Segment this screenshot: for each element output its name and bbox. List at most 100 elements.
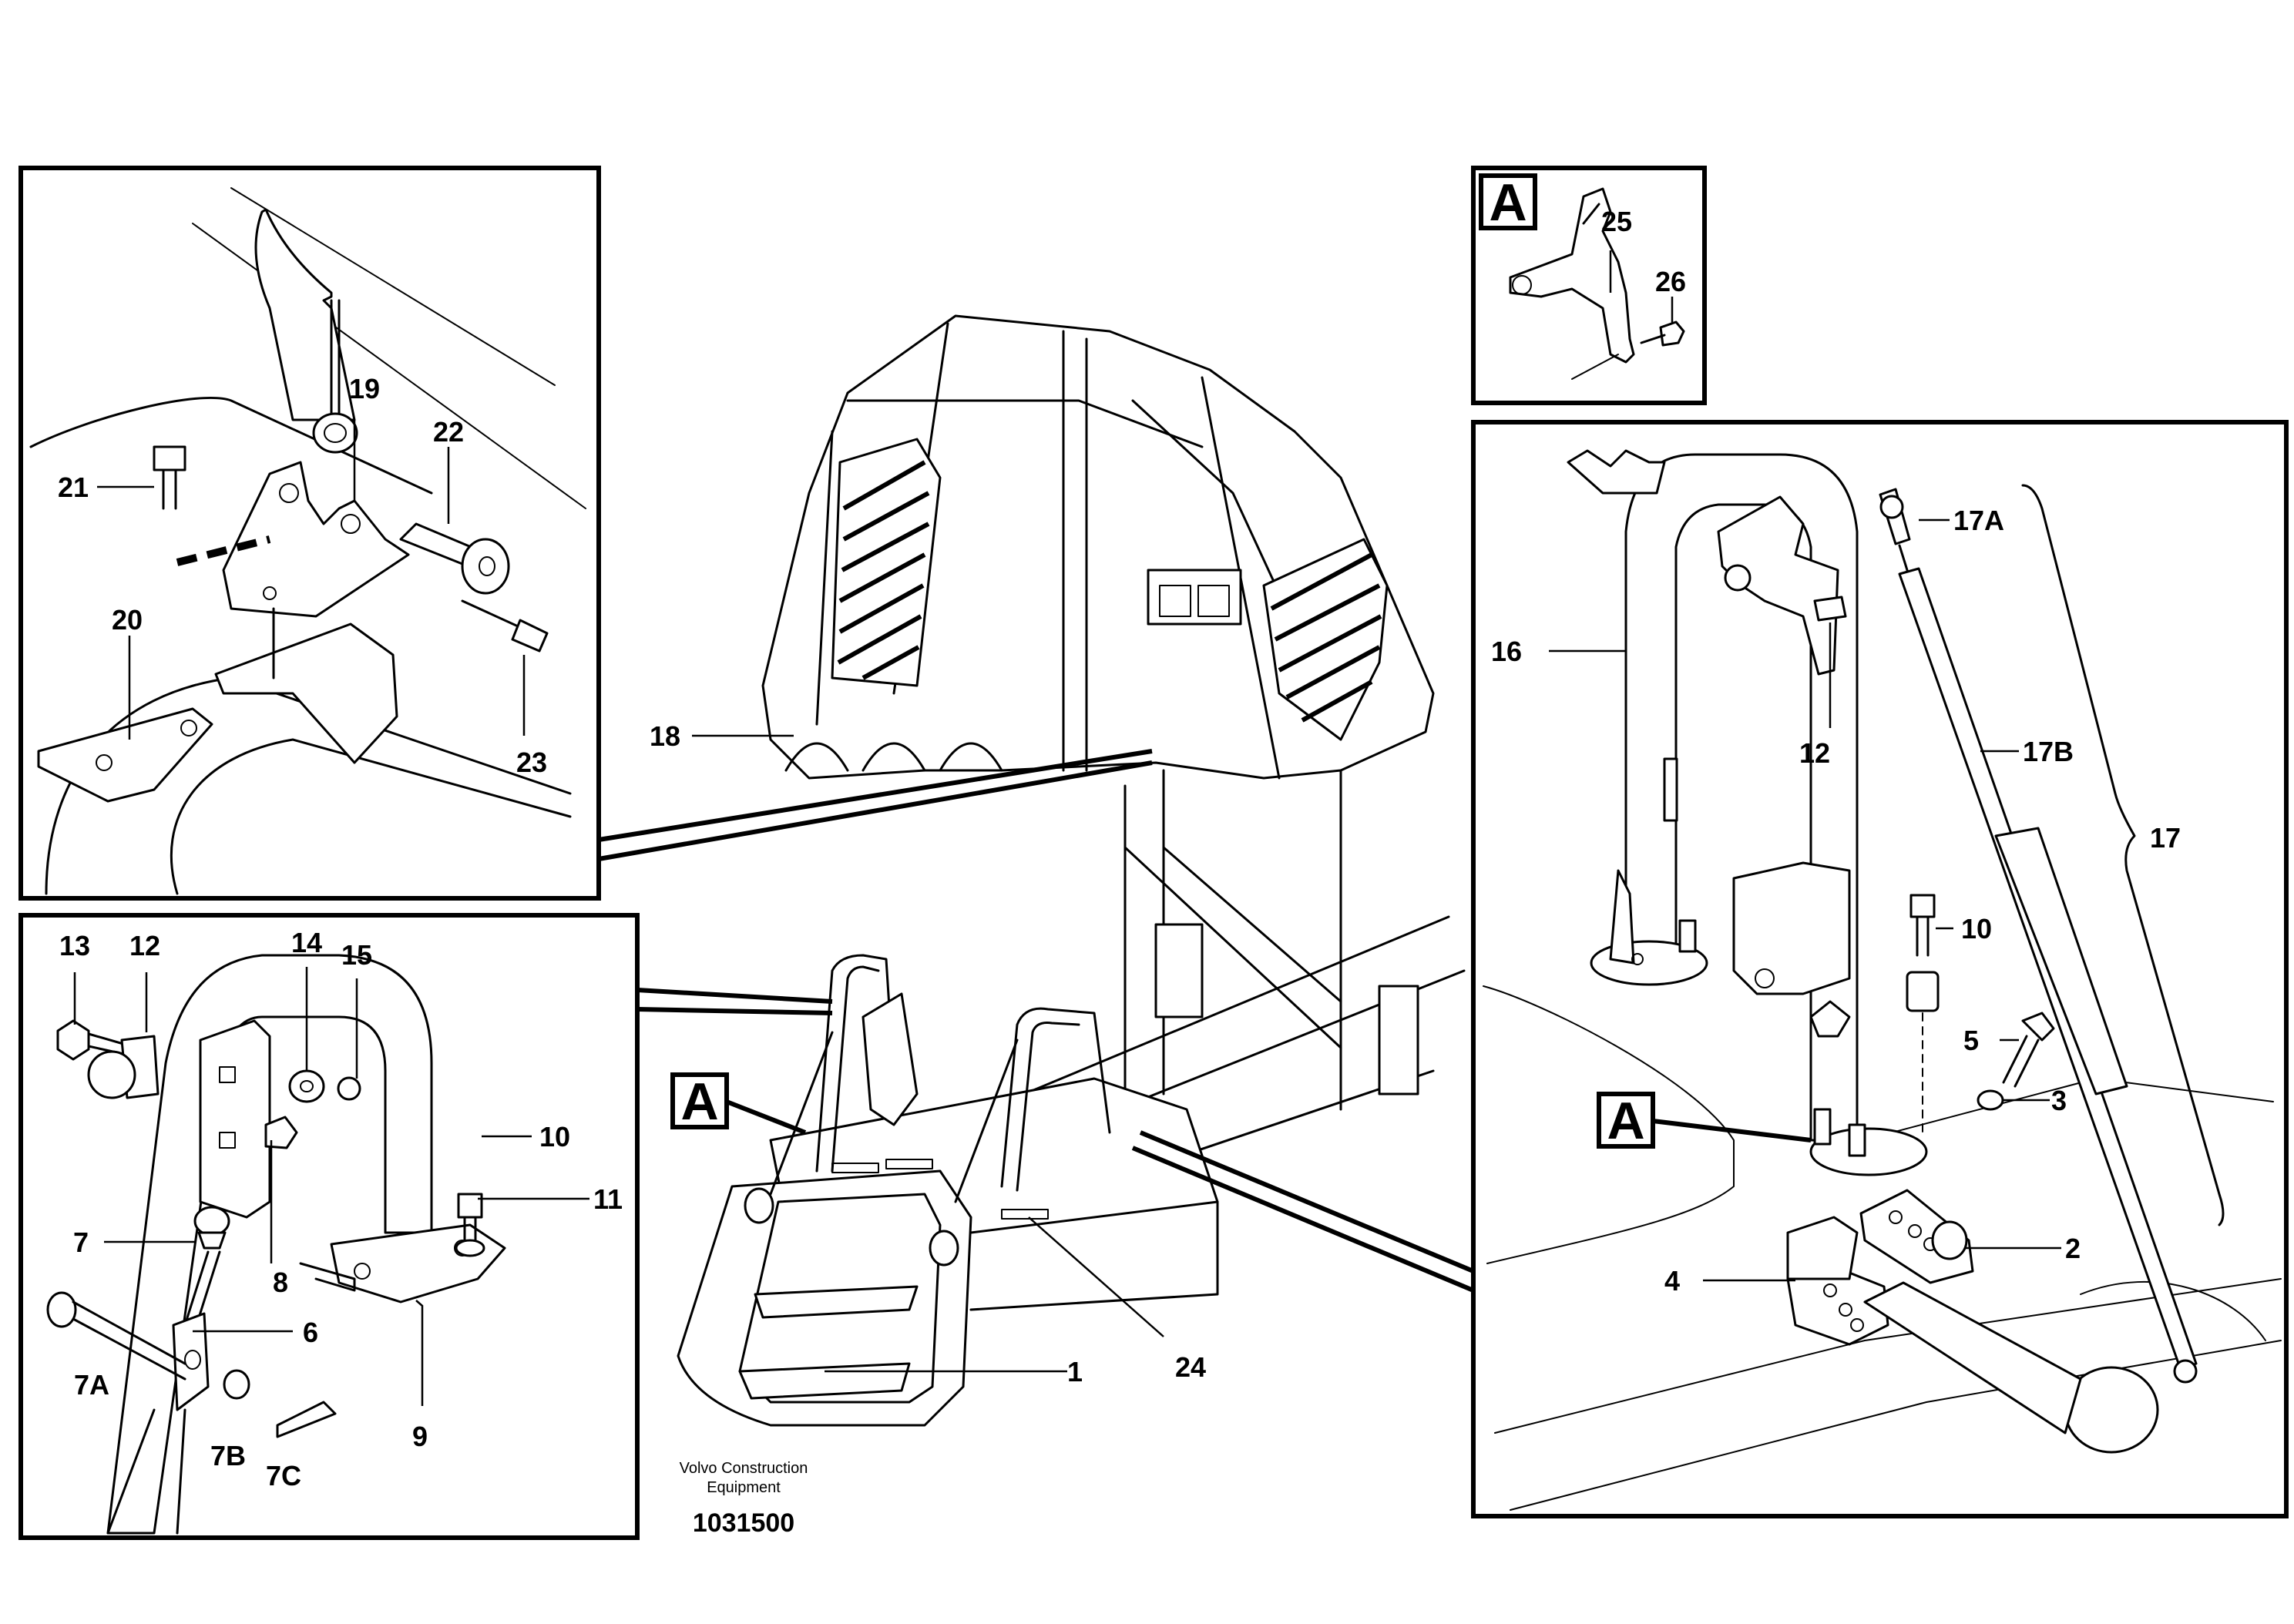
- callout-4: 4: [1664, 1265, 1680, 1297]
- ref-box-a: [1479, 173, 1537, 230]
- bracket-hole: [279, 483, 299, 503]
- end-fitting-ball: [87, 1050, 136, 1099]
- callout-7c: 7C: [266, 1460, 301, 1491]
- hinge-boss: [1931, 1220, 1968, 1260]
- document-number: 1031500: [693, 1508, 794, 1538]
- block-hole: [1850, 1318, 1864, 1332]
- connector-top-left: [598, 760, 1153, 861]
- brand-line-2: Equipment: [707, 1479, 781, 1496]
- callout-1: 1: [1067, 1356, 1083, 1387]
- plate-hole: [354, 1263, 371, 1280]
- foot-bolt: [1631, 953, 1644, 965]
- rod-end-nut: [193, 1206, 230, 1236]
- foot-bolt: [1813, 1108, 1832, 1146]
- platform-grille: [885, 1159, 933, 1169]
- callout-24: 24: [1175, 1351, 1206, 1383]
- callout-18: 18: [650, 720, 680, 752]
- rail-tab: [1663, 757, 1678, 822]
- callout-3: 3: [2051, 1085, 2067, 1116]
- callout-labels: 1 2 3 4 5 6 7 7A 7B 7C 8 9 10 10 11 12 1…: [58, 206, 2181, 1491]
- callout-7a: 7A: [74, 1369, 109, 1401]
- ref-label-a: A: [1489, 173, 1527, 232]
- mount-block: [1786, 1216, 1859, 1280]
- lower-bracket: [1732, 861, 1851, 995]
- cab-grille-right: [1262, 538, 1389, 741]
- detail-frame-right: [1471, 420, 2289, 1518]
- bolt-head: [1909, 894, 1936, 918]
- leader-24: [1028, 1216, 1164, 1337]
- hinge-hole: [1908, 1224, 1922, 1238]
- hook-pivot: [312, 412, 358, 454]
- hook-arm: [254, 208, 356, 421]
- cab-arches: [784, 742, 1003, 772]
- threaded-rod: [183, 1250, 221, 1327]
- machine-handrail-left: [831, 965, 880, 1173]
- rail-bracket: [199, 1019, 271, 1219]
- callout-21: 21: [58, 471, 89, 503]
- gas-spring-eye-hole: [1879, 495, 1904, 519]
- detail-panel-cab-mount: [18, 166, 601, 901]
- bracket-hole: [1512, 275, 1532, 295]
- cab-grille-left: [831, 438, 942, 687]
- callout-16: 16: [1491, 636, 1522, 667]
- callout-15: 15: [341, 939, 372, 971]
- washer: [288, 1069, 325, 1103]
- bracket-slot: [219, 1066, 236, 1083]
- detail-panel-handrail: [18, 913, 640, 1540]
- nut-8: [264, 1116, 298, 1149]
- bolt-26: [1659, 320, 1685, 347]
- handrail-tube: [106, 954, 433, 1535]
- callout-13: 13: [59, 930, 90, 961]
- body-edge-line: [230, 187, 556, 386]
- spring-clip: [299, 1262, 356, 1292]
- step-light: [929, 1230, 959, 1267]
- connector-right: [1139, 1130, 1475, 1273]
- step-light: [744, 1187, 774, 1224]
- connector-top-left: [598, 749, 1153, 842]
- step-tread: [754, 1285, 919, 1319]
- bolt-shank: [461, 599, 518, 627]
- callout-7: 7: [73, 1226, 89, 1258]
- callout-25: 25: [1601, 206, 1632, 237]
- callout-26: 26: [1655, 266, 1686, 297]
- pin-head: [461, 538, 510, 595]
- bracket-cutout: [1809, 1000, 1851, 1038]
- foot-gusset: [1609, 869, 1635, 965]
- plate-hole: [96, 754, 113, 771]
- callout-22: 22: [433, 416, 464, 448]
- connector-mid-left: [636, 988, 833, 1004]
- body-edge-line: [1483, 985, 1735, 1264]
- callout-11: 11: [593, 1183, 623, 1215]
- connector-right: [1131, 1146, 1475, 1293]
- bolt-path-dashed: [176, 535, 271, 566]
- machine-handrail-left: [815, 954, 895, 1173]
- gas-spring-rod: [1898, 544, 1909, 572]
- detail-frame-mid-left: [18, 913, 640, 1540]
- bracket-hole: [341, 514, 361, 534]
- cab-panel-window: [1159, 585, 1191, 617]
- chassis-post: [1378, 985, 1419, 1096]
- pin-hole: [479, 556, 495, 576]
- washer: [455, 1239, 485, 1257]
- callout-leaders: [73, 250, 2061, 1406]
- overall-machine-view: A: [670, 314, 1466, 1427]
- gas-spring-cylinder: [1994, 827, 2128, 1096]
- bolt-axis: [1571, 354, 1619, 380]
- latch-pivot: [1724, 564, 1752, 592]
- machine-bracket: [862, 992, 919, 1126]
- machine-handrail-right: [1000, 1007, 1111, 1188]
- plate-hole: [180, 720, 197, 737]
- washer: [1977, 1089, 2004, 1111]
- body-edge-line: [1494, 1278, 2282, 1434]
- body-edge-line: [1510, 1340, 2282, 1511]
- latch-bolt: [1813, 596, 1847, 622]
- ref-leader-a: [1652, 1119, 1812, 1143]
- callout-10: 10: [539, 1121, 570, 1153]
- rod-body: [106, 1408, 186, 1535]
- machine-gas-spring: [954, 1038, 1019, 1203]
- machine-gas-spring: [769, 1031, 834, 1196]
- leader-9: [415, 1300, 424, 1406]
- bracket-part: [222, 461, 410, 618]
- callout-brace-17: [2021, 484, 2225, 1226]
